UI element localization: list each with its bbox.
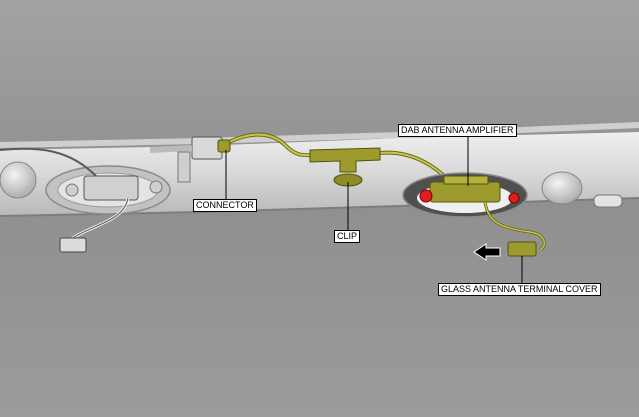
left-cable [0,147,97,177]
left-screw-2 [149,180,163,194]
left-cable-lower-outline [69,197,129,241]
right-knob [541,171,583,205]
dab-amplifier-label: DAB ANTENNA AMPLIFIER [398,124,517,137]
left-knob [0,161,37,199]
left-module [83,175,139,201]
connector-label: CONNECTOR [193,199,257,212]
roof-edge-strip [0,122,639,148]
terminal-cover [507,241,537,257]
clip-body [309,147,381,173]
terminal-wire [484,201,545,251]
connector-mount [149,145,193,153]
connector-harness-end [217,139,231,153]
dab-amplifier-top [443,175,489,185]
amplifier-mount-marker-right [508,192,520,204]
dab-amplifier-body [429,181,501,203]
harness-wire [221,133,453,185]
amplifier-mount-marker-left [419,189,433,203]
terminal-cover-label: GLASS ANTENNA TERMINAL COVER [438,283,601,296]
left-arrow-icon [473,243,501,261]
left-plug [59,237,87,253]
right-button [593,194,623,208]
connector-bracket [177,151,191,183]
left-screw [65,183,79,197]
clip-label: CLIP [334,230,361,243]
